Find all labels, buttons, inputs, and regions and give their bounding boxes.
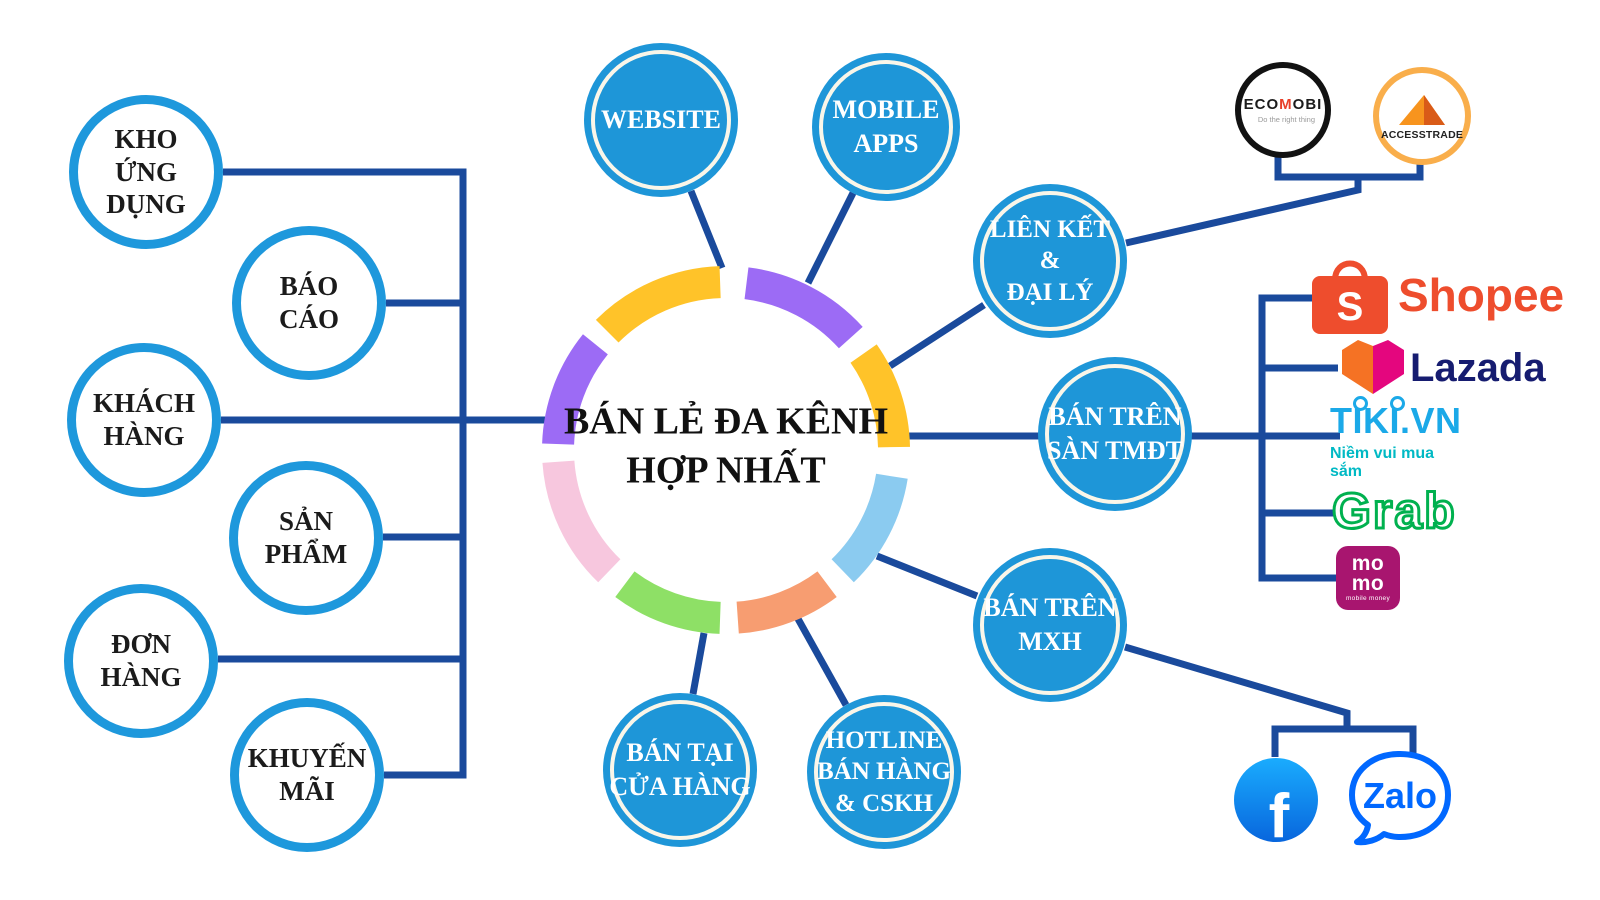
accesstrade-wordmark: ACCESSTRADE <box>1380 128 1464 141</box>
ring-segment-yellow-topleft <box>595 266 722 343</box>
momo-logo: mo mo mobile money <box>1336 546 1400 610</box>
facebook-logo: f <box>1234 758 1318 842</box>
accesstrade-logo: ACCESSTRADE <box>1373 67 1471 165</box>
ecomobi-wordmark: ECOMOBI <box>1243 96 1323 113</box>
connector-affiliate-diagonal <box>1125 177 1362 247</box>
connector-social-bracket <box>1271 725 1417 760</box>
ring-segment-purple-left <box>542 334 609 446</box>
ecomobi-m-icon: M <box>1279 96 1293 113</box>
channel-label: LIÊN KẾT&ĐẠI LÝ <box>989 216 1111 306</box>
zalo-wordmark: Zalo <box>1363 775 1437 816</box>
svg-text:S: S <box>1337 285 1364 329</box>
connector-marketplace-trunk <box>1258 294 1338 582</box>
ring-segment-pink <box>542 460 621 583</box>
momo-wordmark: mo <box>1351 552 1385 576</box>
channel-node-website: WEBSITE <box>584 43 738 197</box>
connector-affiliate-bracket <box>1274 157 1424 181</box>
zalo-bubble-icon <box>1349 751 1451 846</box>
momo-wordmark: mo <box>1351 571 1385 595</box>
connector-mobile-apps <box>804 191 857 285</box>
ring-segment-purple-top <box>744 267 863 349</box>
ecomobi-tagline: Do the right thing <box>1257 115 1315 124</box>
channel-label: WEBSITE <box>601 105 721 135</box>
connector-lien-ket <box>888 302 986 369</box>
connector-left-trunk <box>223 168 467 779</box>
ring-segment-orange <box>736 571 837 634</box>
center-title-line2: HỢP NHẤT <box>626 449 826 491</box>
ring-segment-lightblue <box>831 473 908 583</box>
grab-wordmark: Grab <box>1332 483 1457 539</box>
grab-logo: Grab <box>1331 482 1457 541</box>
tiki-logo: TIKI.VN Niềm vui mua sắm <box>1330 396 1461 481</box>
facebook-f-icon: f <box>1268 782 1290 843</box>
tiki-i-dot-icon <box>1390 396 1405 411</box>
channel-node-lien-ket-dai-ly: LIÊN KẾT&ĐẠI LÝ <box>973 184 1127 338</box>
accesstrade-mountain-icon <box>1399 94 1445 125</box>
momo-tagline: mobile money <box>1345 594 1391 602</box>
center-title-line1: BÁN LẺ ĐA KÊNH <box>563 400 889 443</box>
ring-segment-green <box>615 571 722 634</box>
tiki-tagline: Niềm vui mua sắm <box>1330 445 1435 480</box>
connector-mxh <box>875 552 979 600</box>
zalo-logo: Zalo <box>1349 751 1451 846</box>
ring-segment-yellow-right <box>850 344 910 448</box>
lazada-wordmark: Lazada <box>1410 346 1546 390</box>
connector-website <box>687 189 726 270</box>
tiki-i-dot-icon <box>1353 396 1368 411</box>
connector-hotline <box>793 615 850 707</box>
lazada-heart-icon <box>1342 340 1404 394</box>
shopee-bag-icon: S <box>1312 260 1388 334</box>
center-ring <box>542 266 910 634</box>
shopee-wordmark: Shopee <box>1398 269 1565 321</box>
ecomobi-logo: ECOMOBI Do the right thing <box>1235 62 1331 158</box>
connector-mxh-to-social <box>1124 643 1351 729</box>
center-title: BÁN LẺ ĐA KÊNH HỢP NHẤT <box>546 397 906 494</box>
connector-cua-hang <box>689 632 708 695</box>
